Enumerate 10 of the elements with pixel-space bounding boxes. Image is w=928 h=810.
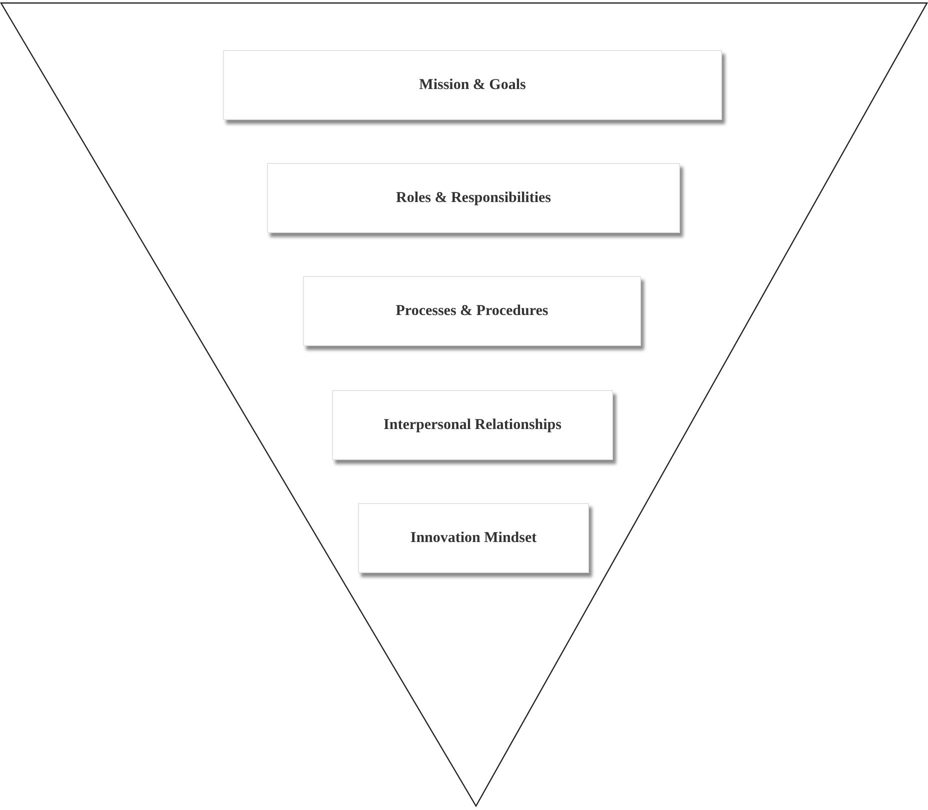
level-box: [358, 503, 589, 573]
level-label: Processes & Procedures: [396, 302, 548, 320]
level-box: [223, 50, 722, 120]
level-box: [267, 163, 680, 233]
level-label: Mission & Goals: [419, 76, 526, 94]
level-box: [303, 276, 641, 346]
level-label: Interpersonal Relationships: [384, 416, 562, 434]
level-label: Innovation Mindset: [410, 530, 537, 546]
level-box: [332, 390, 613, 460]
level-label: Roles & Responsibilities: [396, 190, 551, 206]
